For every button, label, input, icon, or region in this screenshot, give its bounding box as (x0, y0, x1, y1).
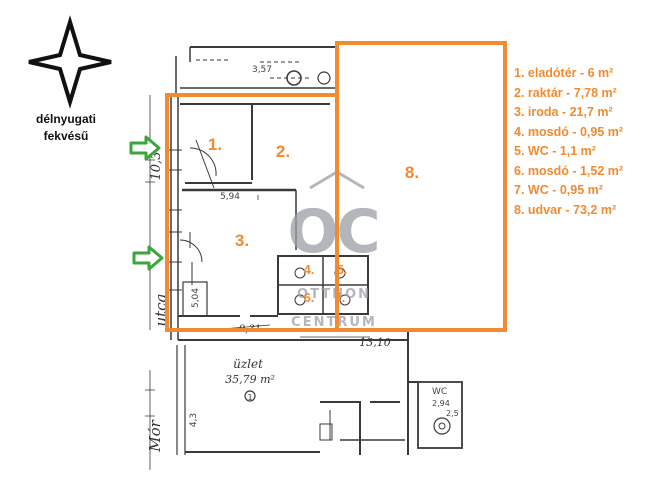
orientation-label: délnyugati fekvésű (26, 111, 106, 145)
dimension-bottom-label: 13,10 (359, 336, 391, 349)
legend-item: 8. udvar - 73,2 m² (514, 202, 617, 217)
room-legend: 1. eladótér - 6 m² 2. raktár - 7,78 m² 3… (514, 64, 623, 220)
legend-item: 3. iroda - 21,7 m² (514, 105, 613, 119)
wc-area2-label: 2,5 (446, 409, 459, 418)
room-number-1: 1. (208, 135, 222, 154)
street-label-mor: Mór (146, 419, 164, 452)
legend-item: 1. eladótér - 6 m² (514, 66, 614, 80)
orientation-line1: délnyugati (35, 112, 96, 126)
wc-plan-label: WC (432, 387, 447, 397)
legend-item: 7. WC - 0,95 m² (514, 183, 603, 197)
shop-label: üzlet (233, 357, 263, 371)
room-number-5: 5. (337, 262, 348, 277)
dimension-small-label: 5,04 (191, 288, 201, 308)
dimension-lower-left-label: 4,3 (189, 413, 199, 427)
watermark-line1: OTTHON (297, 287, 371, 302)
legend-item: 2. raktár - 7,78 m² (514, 85, 617, 100)
watermark-logo: OC (287, 197, 378, 267)
legend-item: 4. mosdó - 0,95 m² (514, 124, 624, 139)
dimension-mid-label: 5,94 (220, 192, 240, 202)
room-number-8: 8. (405, 163, 419, 182)
entrance-arrow-icon (129, 135, 161, 161)
wc-area-label: 2,94 (432, 399, 450, 408)
shop-area-label: 35,79 m² (225, 373, 275, 386)
watermark: OC OTTHON CENTRUM (287, 170, 381, 330)
legend-item: 5. WC - 1,1 m² (514, 144, 596, 158)
room-number-4: 4. (304, 262, 315, 277)
property-outline (165, 41, 507, 332)
legend-item: 6. mosdó - 1,52 m² (514, 163, 624, 178)
watermark-line2: CENTRUM (291, 315, 377, 330)
dimension-left-label: 10,3 (149, 152, 164, 181)
room-number-3: 3. (235, 231, 249, 250)
dimension-top-label: 3,57 (252, 65, 272, 75)
room-number-2: 2. (276, 142, 290, 161)
room-number-6: 6. (304, 290, 315, 305)
orientation-line2: fekvésű (43, 129, 89, 143)
room-number-7: 7. (335, 290, 346, 305)
entrance-arrow-icon (132, 245, 164, 271)
shop-marker-label: 1 (247, 393, 252, 402)
compass-star-icon (28, 15, 112, 109)
plan-drawing (145, 46, 463, 470)
